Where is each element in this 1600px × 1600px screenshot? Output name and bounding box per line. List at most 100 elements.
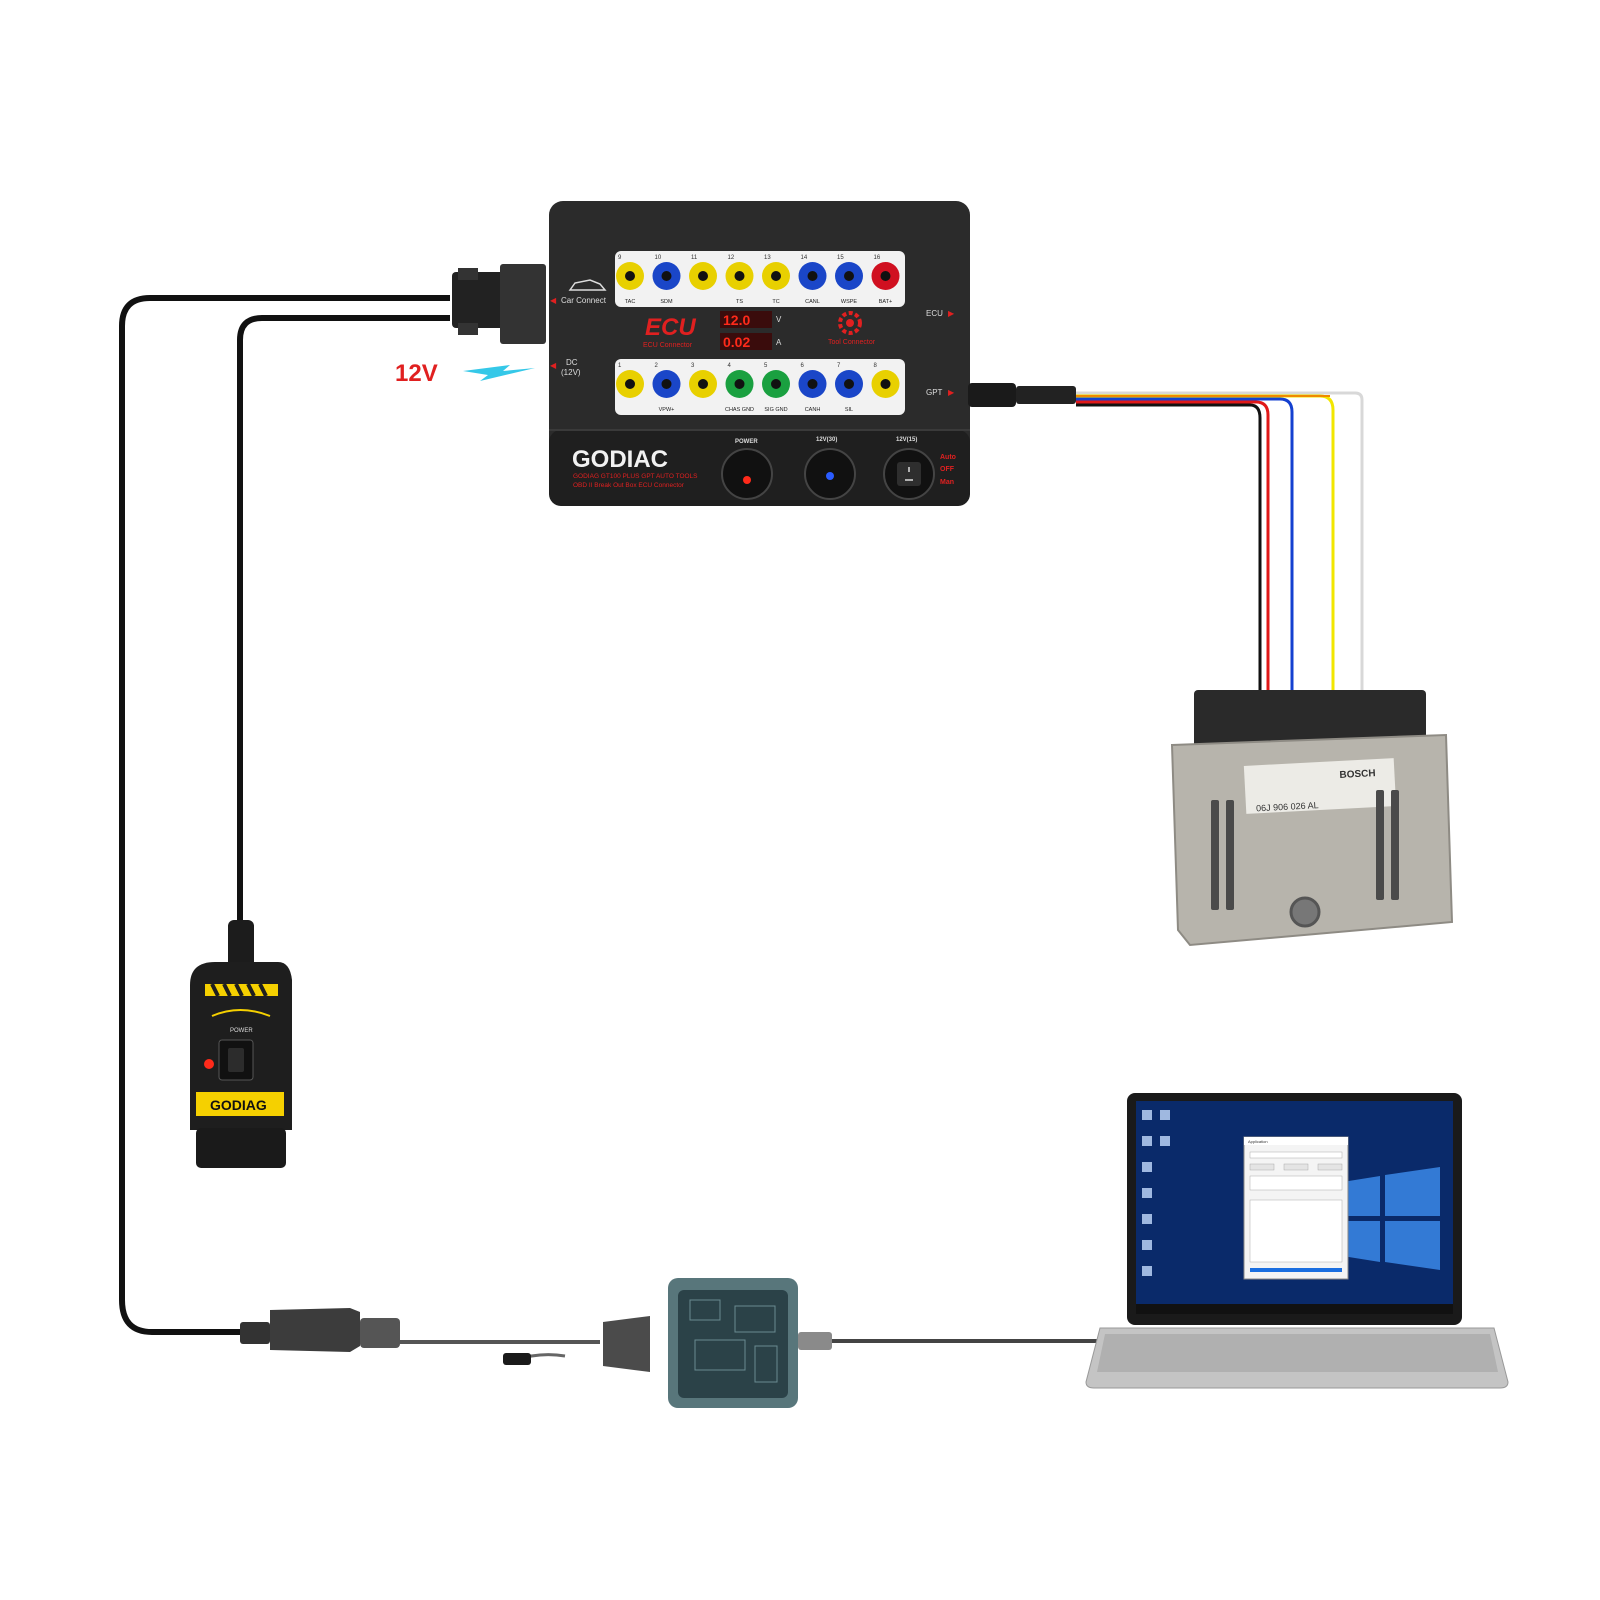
car-connect-arrow: ◀ [550, 296, 557, 305]
wire-blue [1076, 397, 1294, 700]
app-window-title: Application [1248, 1139, 1268, 1144]
terminal-label: VPW+ [659, 407, 675, 413]
ecu-part-number: 06J 906 026 AL [1256, 800, 1319, 813]
terminal-number: 7 [837, 363, 841, 369]
terminal-label: CHAS GND [725, 407, 754, 413]
terminal-number: 2 [655, 363, 659, 369]
terminal-socket [625, 379, 635, 389]
terminal-socket [844, 379, 854, 389]
dc-arrow: ◀ [550, 361, 557, 370]
keyboard-area [1097, 1334, 1498, 1372]
terminal-8[interactable]: 8 [871, 363, 900, 398]
terminal-socket [698, 271, 708, 281]
ecu-port-arrow: ▶ [948, 309, 955, 318]
terminal-number: 10 [655, 255, 662, 261]
terminal-label: BAT+ [879, 299, 893, 305]
dc-label: DC [566, 358, 578, 367]
power-label: 12V [395, 360, 438, 387]
brand-logo: GODIAC [572, 446, 668, 473]
top-terminal-panel [615, 251, 905, 307]
power-switch-label: POWER [735, 439, 758, 445]
terminal-label: SIG GND [764, 407, 787, 413]
laptop: Application [1085, 1093, 1509, 1389]
terminal-number: 13 [764, 255, 771, 261]
adapter-power-label: POWER [230, 1028, 253, 1034]
terminal-socket [698, 379, 708, 389]
db-connector [452, 264, 546, 344]
terminal-3[interactable]: 3 [689, 363, 717, 398]
rocker-label: 12V(15) [896, 437, 917, 443]
terminal-socket [771, 379, 781, 389]
ecu-brand: BOSCH [1339, 768, 1376, 781]
voltage-readout: 12.0 [723, 312, 750, 328]
tool-connector-label: Tool Connector [828, 339, 876, 346]
ecu-port-label: ECU [926, 309, 943, 318]
terminal-number: 5 [764, 363, 768, 369]
adapter-power-led [204, 1059, 214, 1069]
ecu-module: BOSCH 06J 906 026 AL [1170, 690, 1454, 947]
application-window[interactable]: Application [1243, 1136, 1349, 1280]
power-switch[interactable] [721, 448, 773, 500]
terminal-label: TS [736, 299, 743, 305]
model-line-2: OBD II Break Out Box ECU Connector [573, 482, 685, 489]
battery-knob[interactable] [804, 448, 856, 500]
mode-off: OFF [940, 466, 955, 473]
gear-icon [838, 311, 862, 335]
gpt-port-label: GPT [926, 388, 943, 397]
ecu-title: ECU [645, 314, 696, 341]
db-connector-plug [603, 1316, 650, 1372]
terminal-11[interactable]: 11 [689, 255, 717, 290]
adapter-rocker[interactable] [228, 1048, 244, 1072]
terminal-socket [734, 271, 745, 281]
model-line-1: GODIAG GT100 PLUS GPT AUTO TOOLS [573, 473, 698, 480]
gpt-harness [1076, 391, 1364, 700]
power-supply-indicator: 12V [395, 360, 535, 387]
terminal-socket [807, 379, 818, 389]
desktop-icons [1142, 1110, 1170, 1276]
circuit-board [689, 1299, 778, 1383]
terminal-label: WSPE [841, 299, 858, 305]
ecu-vent [1289, 896, 1321, 928]
terminal-number: 6 [801, 363, 805, 369]
ignition-rocker-switch[interactable] [883, 448, 935, 500]
terminal-number: 16 [874, 255, 881, 261]
knob-label: 12V(30) [816, 437, 837, 443]
ecu-label-sticker [1243, 758, 1397, 814]
cables [119, 295, 1364, 1362]
terminal-number: 1 [618, 363, 622, 369]
current-unit: A [776, 338, 782, 347]
terminal-label: SIL [845, 407, 853, 413]
terminal-1[interactable]: 1 [616, 363, 644, 398]
terminal-label: TC [772, 299, 779, 305]
adapter-car-icon [211, 1009, 271, 1017]
current-readout: 0.02 [723, 334, 750, 350]
terminal-label: SDM [660, 299, 673, 305]
terminal-socket [625, 271, 635, 281]
taskbar [1136, 1304, 1453, 1314]
ecu-cooling-fins [1211, 790, 1399, 910]
adapter-brand-label-bg [196, 1092, 284, 1116]
obd-adapter: POWER GODIAG [190, 920, 292, 1168]
terminal-number: 14 [801, 255, 808, 261]
obd-splitter [240, 1308, 400, 1352]
terminal-number: 11 [691, 255, 698, 261]
terminal-number: 9 [618, 255, 622, 261]
lightning-bolt-icon [463, 365, 535, 381]
app-progress-bar [1250, 1268, 1342, 1272]
voltage-display: 12.0 V [720, 311, 782, 328]
terminal-number: 4 [728, 363, 732, 369]
car-connect-label: Car Connect [561, 296, 607, 305]
